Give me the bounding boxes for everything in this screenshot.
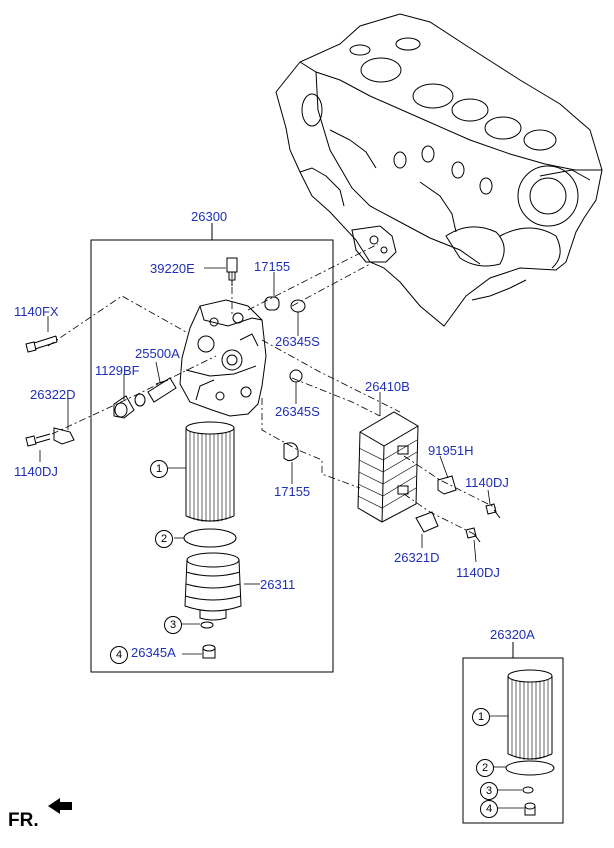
label-26311: 26311 bbox=[260, 577, 296, 592]
oil-cooler-drawing bbox=[357, 411, 419, 523]
callout-2: 2 bbox=[155, 530, 173, 548]
callout-3: 3 bbox=[164, 616, 182, 634]
orings-drawing bbox=[264, 296, 306, 462]
label-1140fx: 1140FX bbox=[14, 304, 59, 319]
label-17155-bottom: 17155 bbox=[274, 484, 311, 499]
front-direction-label: FR. bbox=[8, 810, 39, 831]
filter-housing-drawing bbox=[179, 299, 267, 417]
label-26320a: 26320A bbox=[490, 627, 535, 642]
kit-callout-4: 4 bbox=[480, 800, 498, 818]
label-25500a: 25500A bbox=[135, 346, 180, 361]
label-26345s-mid: 26345S bbox=[275, 404, 320, 419]
label-1129bf: 1129BF bbox=[95, 363, 140, 378]
label-17155-top: 17155 bbox=[254, 259, 291, 274]
label-26345a: 26345A bbox=[131, 645, 176, 660]
label-39220e: 39220E bbox=[150, 261, 195, 276]
filter-element-drawing bbox=[185, 421, 235, 522]
kit-callout-1: 1 bbox=[472, 708, 490, 726]
cap-26311-drawing bbox=[184, 552, 242, 621]
cooler-brackets-drawing bbox=[415, 475, 501, 543]
label-26410b: 26410B bbox=[365, 379, 410, 394]
label-26321d: 26321D bbox=[394, 550, 440, 565]
kit-callout-3: 3 bbox=[480, 782, 498, 800]
assembly-frame bbox=[90, 239, 334, 673]
engine-block-drawing bbox=[275, 13, 603, 327]
label-26345s-top: 26345S bbox=[275, 334, 320, 349]
plug-4-drawing bbox=[202, 644, 216, 659]
label-1140dj-left: 1140DJ bbox=[14, 464, 58, 479]
label-26300: 26300 bbox=[191, 209, 228, 224]
bolt-1140fx-drawing bbox=[25, 335, 58, 353]
oring-3-drawing bbox=[200, 621, 214, 629]
sensor-39220e-drawing bbox=[226, 257, 238, 286]
label-1140dj-right-lower: 1140DJ bbox=[456, 565, 500, 580]
valve-drawing bbox=[113, 377, 177, 419]
oring-2-drawing bbox=[183, 528, 237, 548]
bracket-26322d-drawing bbox=[25, 427, 75, 447]
callout-1: 1 bbox=[150, 460, 168, 478]
label-26322d: 26322D bbox=[30, 387, 76, 402]
label-91951h: 91951H bbox=[428, 443, 474, 458]
kit-filter-drawing bbox=[505, 669, 555, 816]
assembly-lines bbox=[47, 243, 497, 535]
front-arrow-icon bbox=[48, 798, 72, 814]
label-1140dj-right-upper: 1140DJ bbox=[465, 475, 509, 490]
callout-leaders bbox=[39, 267, 524, 809]
callout-4: 4 bbox=[110, 646, 128, 664]
kit-callout-2: 2 bbox=[476, 759, 494, 777]
